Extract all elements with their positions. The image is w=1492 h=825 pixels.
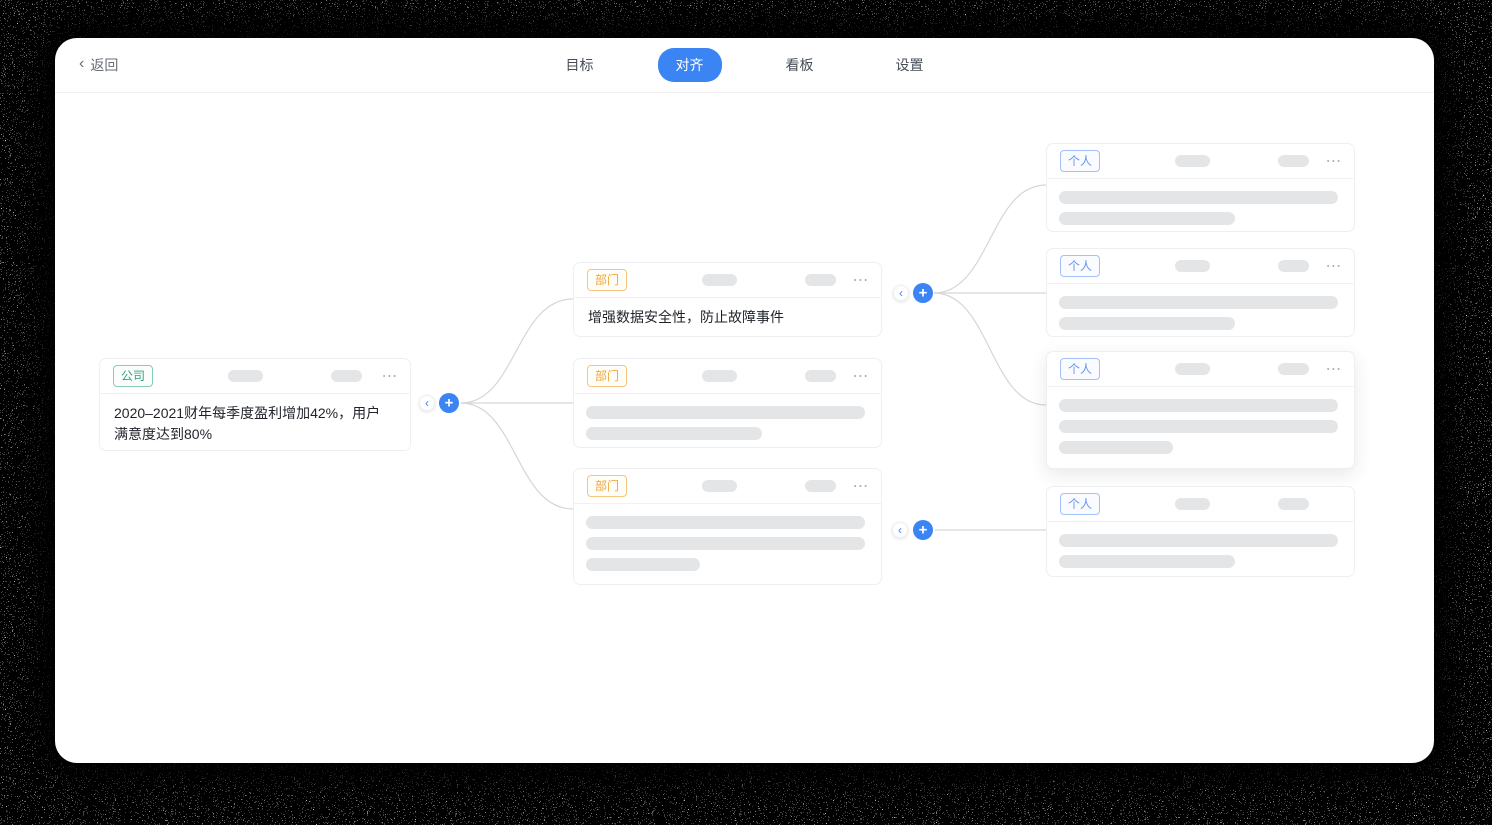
- back-button[interactable]: ‹ 返回: [79, 38, 118, 92]
- okr-card-department-1[interactable]: 部门 ⋯ 增强数据安全性，防止故障事件: [573, 262, 882, 337]
- skeleton-bar: [1059, 212, 1235, 225]
- skeleton-bar: [1059, 399, 1338, 412]
- more-button[interactable]: ⋯: [852, 272, 870, 289]
- okr-card-person-3[interactable]: 个人 ⋯: [1046, 351, 1355, 469]
- more-button[interactable]: ⋯: [1325, 153, 1343, 170]
- placeholder-pill: [805, 370, 836, 382]
- card-body: [1047, 534, 1354, 568]
- more-button[interactable]: ⋯: [381, 368, 399, 385]
- card-body: 增强数据安全性，防止故障事件: [574, 298, 881, 328]
- skeleton-bar: [1059, 534, 1338, 547]
- collapse-button[interactable]: ‹: [419, 395, 435, 411]
- skeleton-bar: [586, 537, 865, 550]
- card-header: 公司 ⋯: [100, 359, 410, 394]
- tab-settings[interactable]: 设置: [895, 57, 924, 73]
- back-label: 返回: [90, 57, 119, 73]
- add-button[interactable]: +: [913, 520, 933, 540]
- chevron-left-icon: ‹: [79, 55, 85, 72]
- placeholder-pill: [331, 370, 362, 382]
- card-header: 个人 ⋯: [1047, 249, 1354, 284]
- placeholder-pill: [702, 480, 737, 492]
- placeholder-pill: [1175, 498, 1210, 510]
- placeholder-pill: [805, 480, 836, 492]
- add-button[interactable]: +: [913, 283, 933, 303]
- skeleton-bar: [1059, 296, 1338, 309]
- more-button[interactable]: ⋯: [1325, 361, 1343, 378]
- level-tag-company: 公司: [113, 365, 154, 387]
- skeleton-bar: [586, 406, 865, 419]
- skeleton-bar: [586, 427, 762, 440]
- level-tag-department: 部门: [587, 365, 628, 387]
- add-button[interactable]: +: [439, 393, 459, 413]
- okr-card-department-3[interactable]: 部门 ⋯: [573, 468, 882, 585]
- skeleton-bar: [1059, 191, 1338, 204]
- more-button[interactable]: ⋯: [1325, 258, 1343, 275]
- nav-tabs: 目标 对齐 看板 设置: [548, 38, 942, 92]
- more-button[interactable]: ⋯: [852, 478, 870, 495]
- skeleton-bar: [586, 558, 701, 571]
- card-body: [1047, 296, 1354, 330]
- chevron-left-icon: ‹: [899, 286, 903, 300]
- tab-alignment[interactable]: 对齐: [657, 48, 722, 82]
- placeholder-pill: [228, 370, 263, 382]
- level-tag-department: 部门: [587, 475, 628, 497]
- card-header: 部门 ⋯: [574, 359, 881, 394]
- okr-card-person-2[interactable]: 个人 ⋯: [1046, 248, 1355, 337]
- placeholder-pill: [702, 370, 737, 382]
- placeholder-pill: [1175, 260, 1210, 272]
- placeholder-pill: [1278, 498, 1309, 510]
- placeholder-pill: [1278, 155, 1309, 167]
- placeholder-pill: [1278, 363, 1309, 375]
- tab-objectives[interactable]: 目标: [565, 57, 594, 73]
- level-tag-person: 个人: [1060, 255, 1101, 277]
- chevron-left-icon: ‹: [425, 396, 429, 410]
- collapse-button[interactable]: ‹: [892, 522, 908, 538]
- placeholder-pill: [805, 274, 836, 286]
- level-tag-person: 个人: [1060, 150, 1101, 172]
- top-nav-bar: ‹ 返回 目标 对齐 看板 设置: [55, 38, 1434, 93]
- chevron-left-icon: ‹: [898, 523, 902, 537]
- card-header: 个人 ⋯: [1047, 144, 1354, 179]
- skeleton-bar: [1059, 317, 1235, 330]
- plus-icon: +: [444, 394, 454, 411]
- card-header: 个人 ⋯: [1047, 352, 1354, 387]
- placeholder-pill: [1175, 155, 1210, 167]
- card-header: 部门 ⋯: [574, 469, 881, 504]
- plus-icon: +: [918, 521, 928, 538]
- level-tag-department: 部门: [587, 269, 628, 291]
- card-title: 增强数据安全性，防止故障事件: [588, 309, 784, 325]
- collapse-button[interactable]: ‹: [893, 285, 909, 301]
- card-body: 2020–2021财年每季度盈利增加42%，用户满意度达到80%: [100, 394, 410, 445]
- placeholder-pill: [1278, 260, 1309, 272]
- skeleton-bar: [1059, 555, 1235, 568]
- placeholder-pill: [1175, 363, 1210, 375]
- card-title: 2020–2021财年每季度盈利增加42%，用户满意度达到80%: [114, 405, 381, 442]
- card-body: [574, 516, 881, 571]
- skeleton-bar: [586, 516, 865, 529]
- card-body: [1047, 399, 1354, 454]
- okr-card-person-1[interactable]: 个人 ⋯: [1046, 143, 1355, 232]
- okr-card-person-4[interactable]: 个人: [1046, 486, 1355, 577]
- card-header: 部门 ⋯: [574, 263, 881, 298]
- card-header: 个人: [1047, 487, 1354, 522]
- level-tag-person: 个人: [1060, 493, 1101, 515]
- placeholder-pill: [702, 274, 737, 286]
- plus-icon: +: [918, 284, 928, 301]
- more-button[interactable]: ⋯: [852, 368, 870, 385]
- card-body: [1047, 191, 1354, 225]
- okr-card-department-2[interactable]: 部门 ⋯: [573, 358, 882, 448]
- card-body: [574, 406, 881, 440]
- skeleton-bar: [1059, 420, 1338, 433]
- okr-card-company[interactable]: 公司 ⋯ 2020–2021财年每季度盈利增加42%，用户满意度达到80%: [99, 358, 411, 451]
- level-tag-person: 个人: [1060, 358, 1101, 380]
- skeleton-bar: [1059, 441, 1174, 454]
- tab-kanban[interactable]: 看板: [785, 57, 814, 73]
